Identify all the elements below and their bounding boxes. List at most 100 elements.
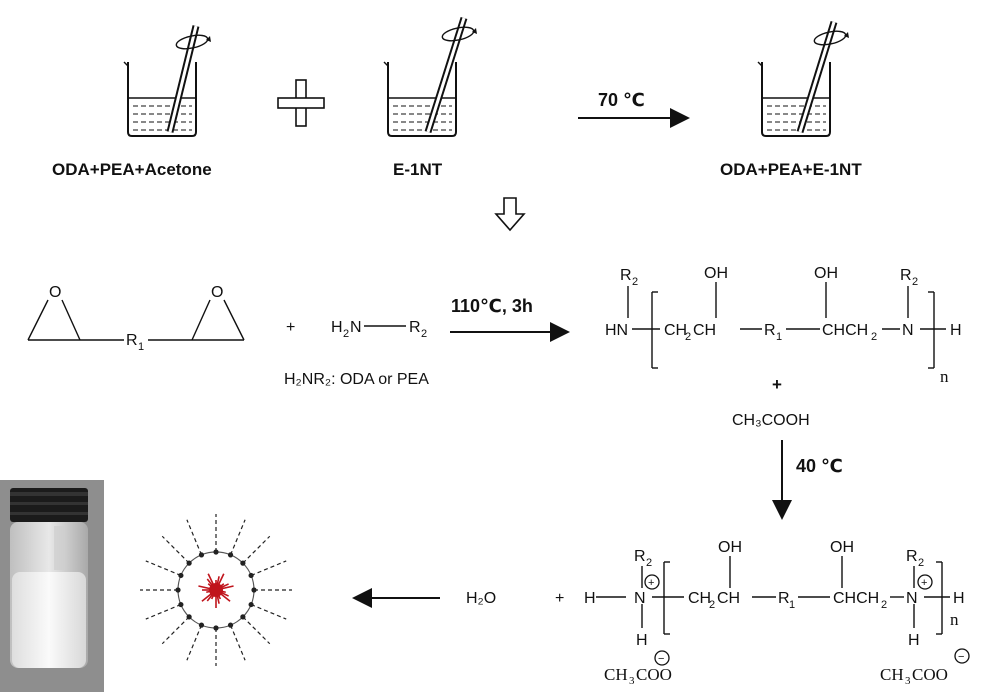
micelle-ray	[250, 603, 287, 620]
plus-icon	[277, 79, 325, 127]
p1-r1-sub: 1	[776, 331, 782, 343]
p1-n: N	[902, 322, 914, 339]
p2-h-under1: H	[636, 632, 648, 649]
micelle-head	[178, 572, 184, 579]
p2-r2b: R	[906, 548, 918, 565]
p1-r1: R	[764, 322, 776, 339]
diepoxide-structure	[27, 299, 245, 341]
micelle-head	[248, 572, 254, 579]
micelle-ray	[250, 560, 287, 577]
micelle-ray	[186, 624, 203, 661]
p2-ch2ch: CH	[688, 590, 711, 607]
p1-r2b-sub: 2	[912, 276, 918, 288]
p2-h-left: H	[584, 590, 596, 607]
charge-minus-1: −	[658, 653, 664, 665]
counter-ion-2-sub: 3	[905, 675, 911, 687]
p2-r2a: R	[634, 548, 646, 565]
micelle-core-center	[209, 583, 223, 597]
p1-oh2: OH	[814, 265, 838, 282]
p2-chch2: CHCH	[833, 590, 879, 607]
counter-ion-2: CH	[880, 665, 904, 684]
p2-h-under2: H	[908, 632, 920, 649]
epoxy-oxygen-1: O	[49, 284, 61, 301]
p2-r2a-sub: 2	[646, 557, 652, 569]
vial-photo	[0, 480, 104, 692]
p1-ch2ch-tail: CH	[693, 322, 716, 339]
charge-plus-1: +	[648, 577, 654, 589]
condition-step3: 40 ℃	[796, 456, 843, 476]
counter-ion-1-sub: 3	[629, 675, 635, 687]
p1-oh1: OH	[704, 265, 728, 282]
p2-oh2: OH	[830, 539, 854, 556]
p1-chch2: CHCH	[822, 322, 868, 339]
beaker-3-label: ODA+PEA+E-1NT	[720, 160, 862, 179]
amine-r: R	[409, 319, 421, 336]
micelle-head	[175, 587, 181, 593]
amine-h: H	[331, 319, 343, 336]
micelle-head	[198, 622, 205, 628]
micelle-ray	[229, 519, 246, 556]
micelle-head	[198, 552, 205, 558]
p1-r2b: R	[900, 267, 912, 284]
p2-r1: R	[778, 590, 790, 607]
beaker-1	[123, 25, 211, 137]
plus-mid: +	[772, 375, 782, 394]
p2-chch2-sub: 2	[881, 599, 887, 611]
down-arrow-icon	[494, 197, 526, 232]
beaker-1-label: ODA+PEA+Acetone	[52, 160, 212, 179]
micelle-ray	[242, 535, 271, 564]
epoxy-oxygen-2: O	[211, 284, 223, 301]
beaker-2	[383, 16, 477, 137]
micelle-head	[240, 560, 246, 566]
amine-note: H₂NR₂: ODA or PEA	[284, 371, 429, 388]
micelle-head	[213, 549, 219, 555]
p2-h-right: H	[953, 590, 965, 607]
p2-n2: N	[906, 590, 918, 607]
p2-ch2ch-tail: CH	[717, 590, 740, 607]
p2-r1-sub: 1	[789, 599, 795, 611]
water: H₂O	[466, 590, 496, 607]
micelle-head	[227, 552, 234, 558]
micelle-head	[251, 587, 257, 593]
counter-ion-1: CH	[604, 665, 628, 684]
micelle-ray	[145, 603, 182, 620]
r1-subscript: 1	[138, 341, 144, 353]
acetic-acid: CH₃COOH	[732, 412, 810, 429]
plus-bottom: +	[555, 590, 564, 607]
p1-hn: HN	[605, 322, 628, 339]
micelle-head	[248, 601, 254, 608]
p2-n-subscript: n	[950, 610, 959, 629]
beaker-2-label: E-1NT	[393, 160, 443, 179]
amine-h-sub: 2	[343, 328, 349, 340]
p2-r2b-sub: 2	[918, 557, 924, 569]
p2-oh1: OH	[718, 539, 742, 556]
micelle-head	[186, 614, 192, 620]
p1-ch2ch-sub: 2	[685, 331, 691, 343]
micelle-ray	[242, 616, 271, 645]
charge-plus-2: +	[921, 577, 927, 589]
condition-step1: 70 ℃	[598, 90, 645, 110]
p1-h: H	[950, 322, 962, 339]
polymer-product-1	[627, 282, 946, 369]
condition-step2: 110℃, 3h	[451, 296, 533, 316]
micelle-ray	[145, 560, 182, 577]
p2-ch2ch-sub: 2	[709, 599, 715, 611]
micelle-ray	[229, 624, 246, 661]
micelle-ray	[186, 519, 203, 556]
p1-n-subscript: n	[940, 367, 949, 386]
counter-ion-2-tail: COO	[912, 665, 948, 684]
micelle-illustration	[140, 514, 292, 666]
micelle-head	[227, 622, 234, 628]
micelle-ray	[161, 616, 190, 645]
micelle-head	[178, 601, 184, 608]
micelle-head	[186, 560, 192, 566]
micelle-head	[240, 614, 246, 620]
beaker-3	[757, 20, 849, 137]
plus-small: +	[286, 319, 295, 336]
counter-ion-1-tail: COO	[636, 665, 672, 684]
p1-chch2-sub: 2	[871, 331, 877, 343]
p1-r2-sub: 2	[632, 276, 638, 288]
r1-group: R	[126, 332, 138, 349]
